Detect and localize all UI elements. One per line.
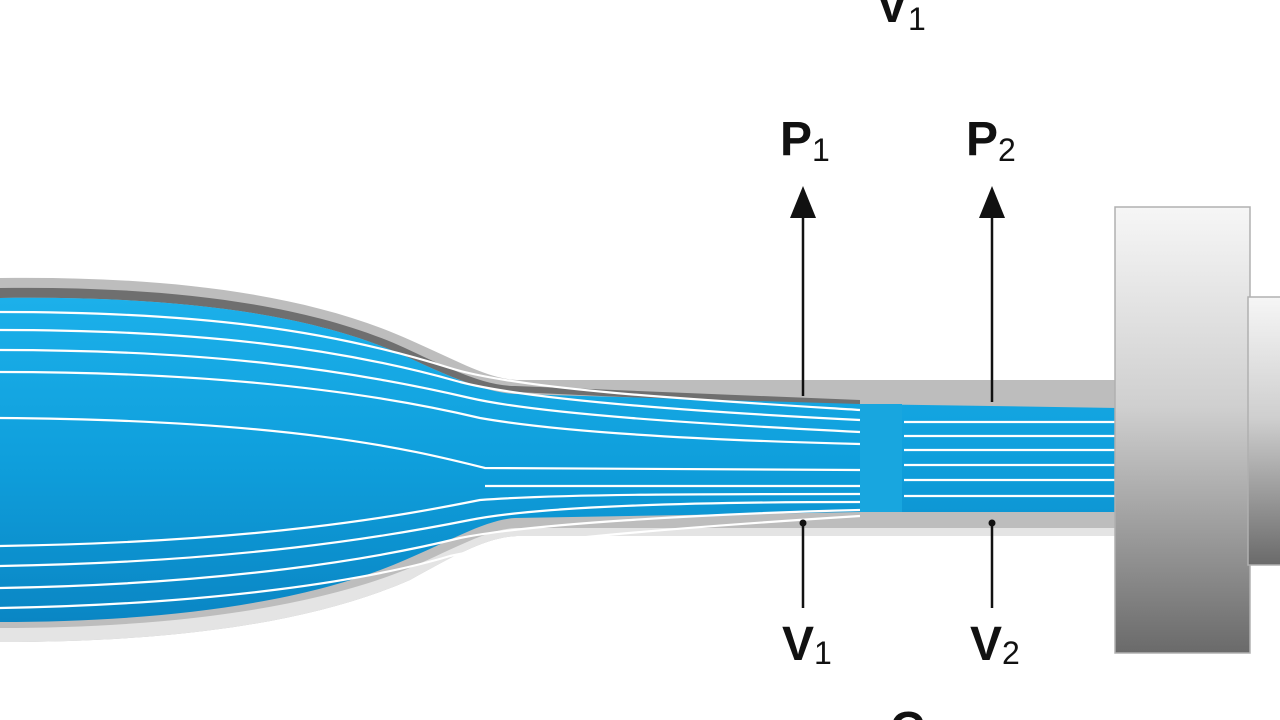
fluid-flow [0,297,1118,622]
pressure-arrow-p2 [979,186,1005,402]
end-block [1114,206,1280,654]
pipe-wall-lower-edge [0,528,1118,642]
constriction-section [860,404,902,512]
velocity-pointer-v2 [988,519,996,608]
label-v2: V2 [970,618,1020,671]
streamlines-narrow [904,420,1116,498]
label-top-partial: V1 [876,0,926,37]
velocity-pointer-v1 [799,519,807,608]
pressure-arrow-p1 [790,186,816,396]
label-p2: P2 [966,113,1016,168]
label-p1: P1 [780,113,830,168]
label-v1: V1 [782,618,832,671]
label-bottom-partial: C [890,703,925,720]
streamlines [0,310,861,610]
